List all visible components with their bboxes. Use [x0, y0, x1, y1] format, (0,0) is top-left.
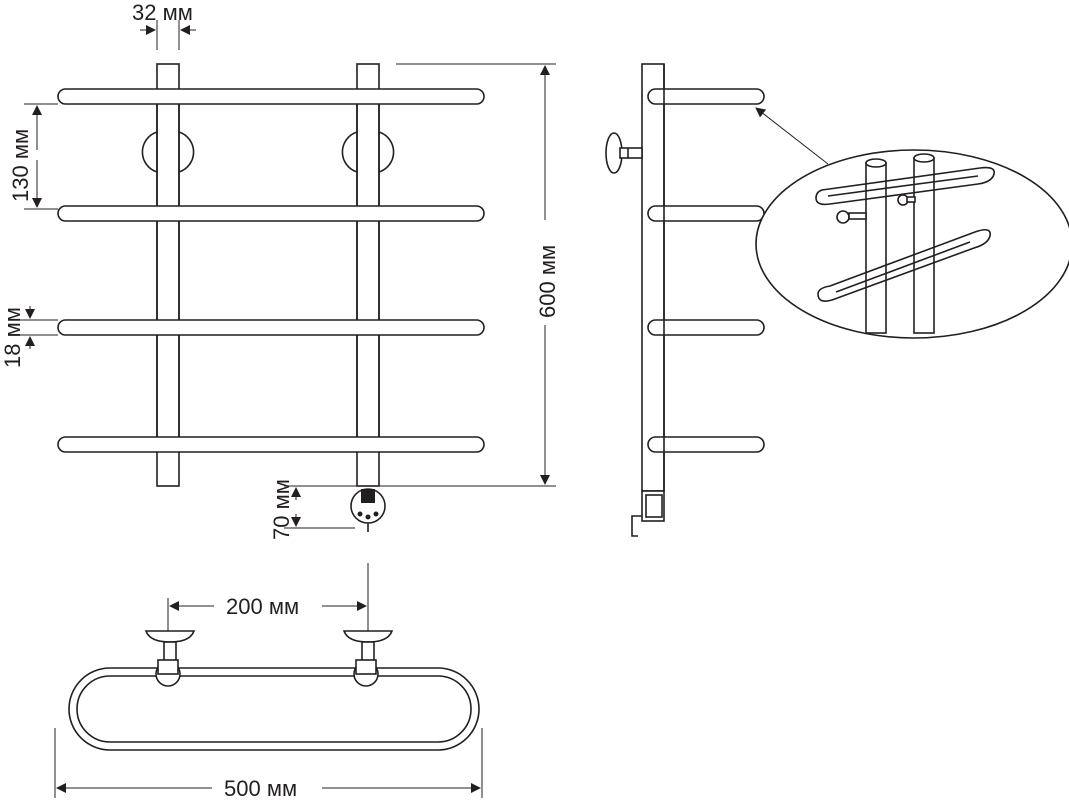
left-mount-arc-l	[141, 131, 158, 173]
top-inner-loop	[76, 675, 472, 743]
detail-callout	[755, 107, 1069, 339]
dim-center-distance: 200 мм	[167, 563, 369, 631]
side-post	[641, 63, 665, 492]
bar-4	[57, 436, 485, 453]
heater-connector	[350, 488, 386, 532]
bar-2	[57, 205, 485, 222]
top-view	[68, 630, 480, 751]
label-height: 600 мм	[535, 245, 560, 318]
dim-width: 500 мм	[54, 728, 483, 800]
label-center-distance: 200 мм	[226, 594, 299, 619]
right-mount-arc-l	[341, 131, 358, 173]
left-mount-arc-r	[178, 131, 195, 173]
top-outer-loop	[68, 667, 480, 751]
side-bar-2	[647, 205, 765, 222]
top-right-mount	[342, 630, 394, 687]
detail-ellipse	[755, 149, 1069, 339]
label-bar-diameter: 18 мм	[0, 307, 25, 368]
right-post	[356, 63, 380, 487]
front-view	[57, 63, 485, 532]
label-width: 500 мм	[224, 776, 297, 800]
label-bar-spacing: 130 мм	[8, 129, 33, 202]
side-bar-1	[647, 88, 765, 105]
side-bar-3	[647, 319, 765, 336]
side-bar-4	[647, 436, 765, 453]
side-connector	[631, 490, 665, 537]
side-view	[605, 63, 765, 537]
label-connector-offset: 70 мм	[269, 479, 294, 540]
dim-bar-diameter: 18 мм	[0, 306, 58, 368]
label-pipe-diameter: 32 мм	[132, 0, 193, 25]
left-post	[156, 63, 180, 487]
dim-connector-offset: 70 мм	[269, 479, 357, 540]
right-mount-arc-r	[378, 131, 395, 173]
side-wall-mount	[605, 132, 643, 174]
dim-pipe-diameter: 32 мм	[132, 0, 196, 50]
bar-3	[57, 319, 485, 336]
dim-height: 600 мм	[379, 63, 560, 487]
dim-bar-spacing: 130 мм	[8, 103, 58, 210]
bar-1	[57, 88, 485, 105]
top-left-mount	[144, 630, 196, 687]
